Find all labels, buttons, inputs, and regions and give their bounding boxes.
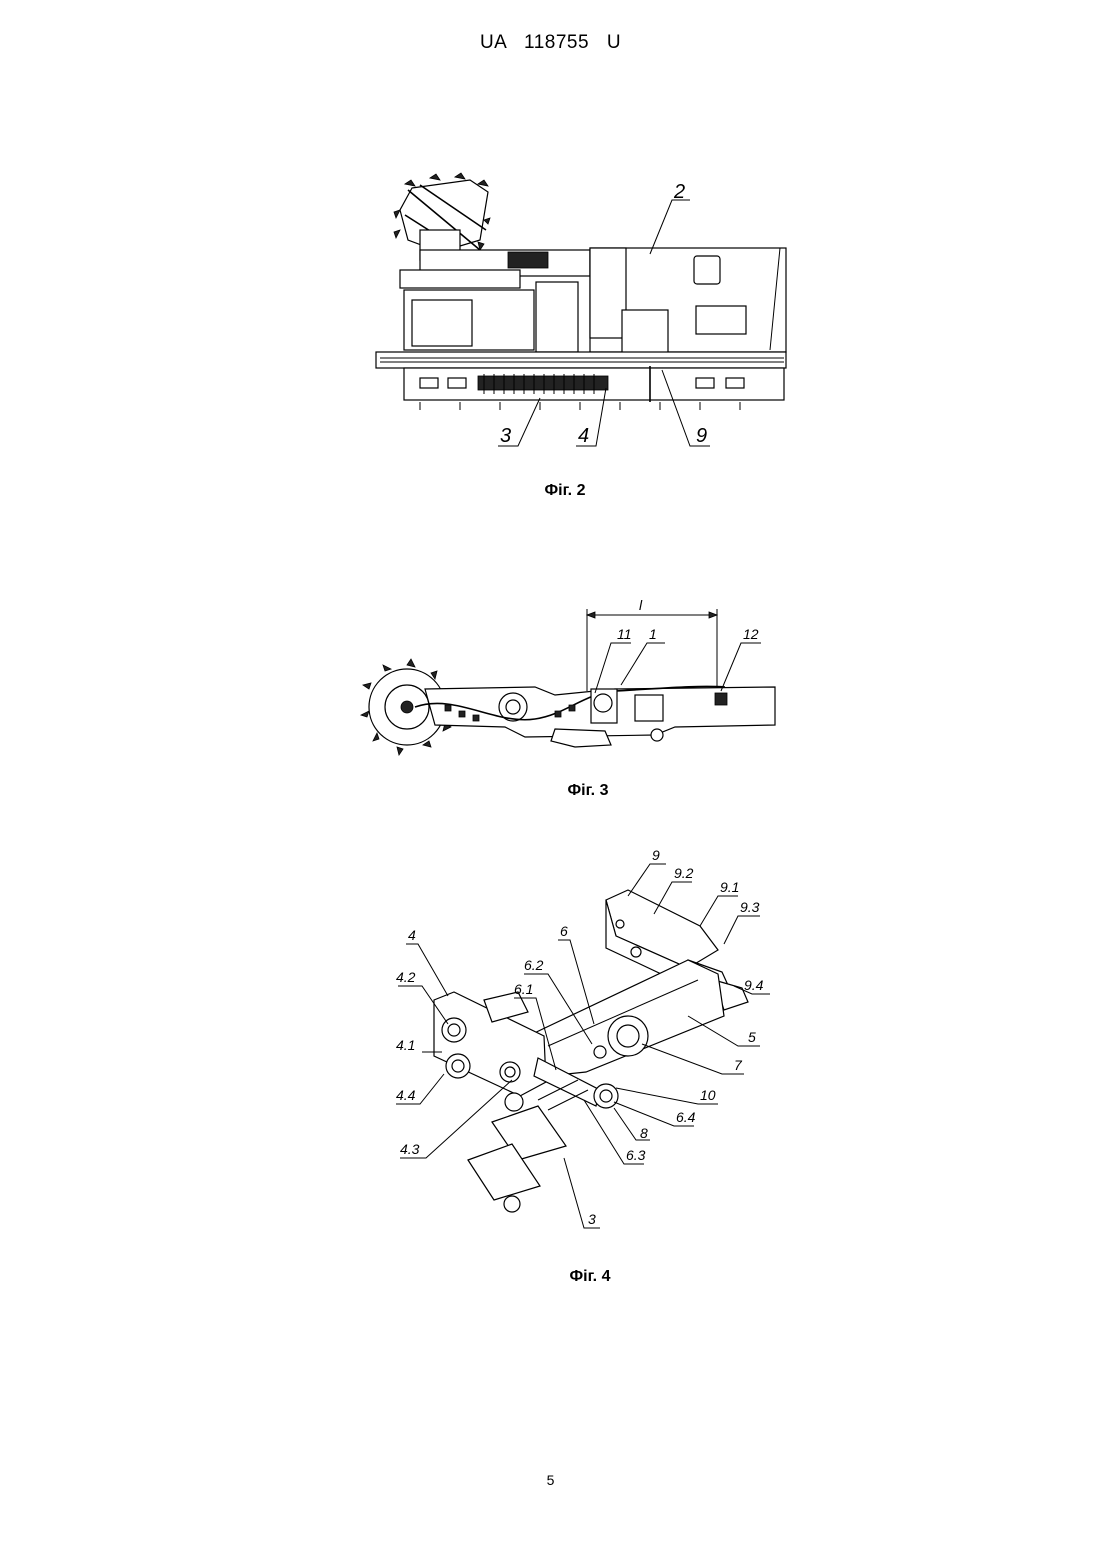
track-rail-drawing xyxy=(376,352,786,410)
chain-3-drawing xyxy=(468,1080,588,1212)
callout-3: 3 xyxy=(500,425,511,447)
figure-4-caption: Фіг. 4 xyxy=(490,1268,690,1286)
arm-5-6-drawing xyxy=(528,960,724,1076)
callout-9-1: 9.1 xyxy=(720,879,739,895)
callout-9-2: 9.2 xyxy=(674,865,694,881)
callout-4-4: 4.4 xyxy=(396,1087,416,1103)
dimension-l: l xyxy=(639,597,643,613)
page-number: 5 xyxy=(0,1472,1101,1488)
figure-4-drawing: 9 9.2 9.1 9.3 4 6 6.2 4.2 6.1 9.4 4.1 5 … xyxy=(388,840,788,1240)
callout-2: 2 xyxy=(673,181,685,203)
callout-6-3: 6.3 xyxy=(626,1147,646,1163)
callout-4: 4 xyxy=(408,927,416,943)
callout-8: 8 xyxy=(640,1125,648,1141)
callout-4-1: 4.1 xyxy=(396,1037,415,1053)
figure-3-drawing: l 11 1 12 xyxy=(355,595,785,775)
callout-10: 10 xyxy=(700,1087,716,1103)
figure-3-caption: Фіг. 3 xyxy=(488,782,688,800)
callout-3: 3 xyxy=(588,1211,596,1227)
figure-2-caption: Фіг. 2 xyxy=(465,482,665,500)
document-header: UA 118755 U xyxy=(0,32,1101,54)
cutting-drum-drawing xyxy=(394,173,490,260)
callout-1: 1 xyxy=(649,626,657,642)
callout-6: 6 xyxy=(560,923,568,939)
callout-11: 11 xyxy=(617,626,632,642)
callout-6-2: 6.2 xyxy=(524,957,544,973)
callout-4: 4 xyxy=(578,425,589,447)
callout-4-2: 4.2 xyxy=(396,969,416,985)
callout-9: 9 xyxy=(652,847,660,863)
callout-9: 9 xyxy=(696,425,707,447)
callout-9-4: 9.4 xyxy=(744,977,764,993)
callout-6-1: 6.1 xyxy=(514,981,533,997)
plate-4-drawing xyxy=(434,992,546,1111)
machine-housing-drawing xyxy=(400,248,786,354)
boom-body-drawing xyxy=(415,686,775,747)
callout-5: 5 xyxy=(748,1029,756,1045)
callout-12: 12 xyxy=(743,626,759,642)
callout-6-4: 6.4 xyxy=(676,1109,696,1125)
callout-7: 7 xyxy=(734,1057,743,1073)
figure-2-drawing: 2 3 4 9 xyxy=(360,170,800,460)
callout-9-3: 9.3 xyxy=(740,899,760,915)
callout-4-3: 4.3 xyxy=(400,1141,420,1157)
